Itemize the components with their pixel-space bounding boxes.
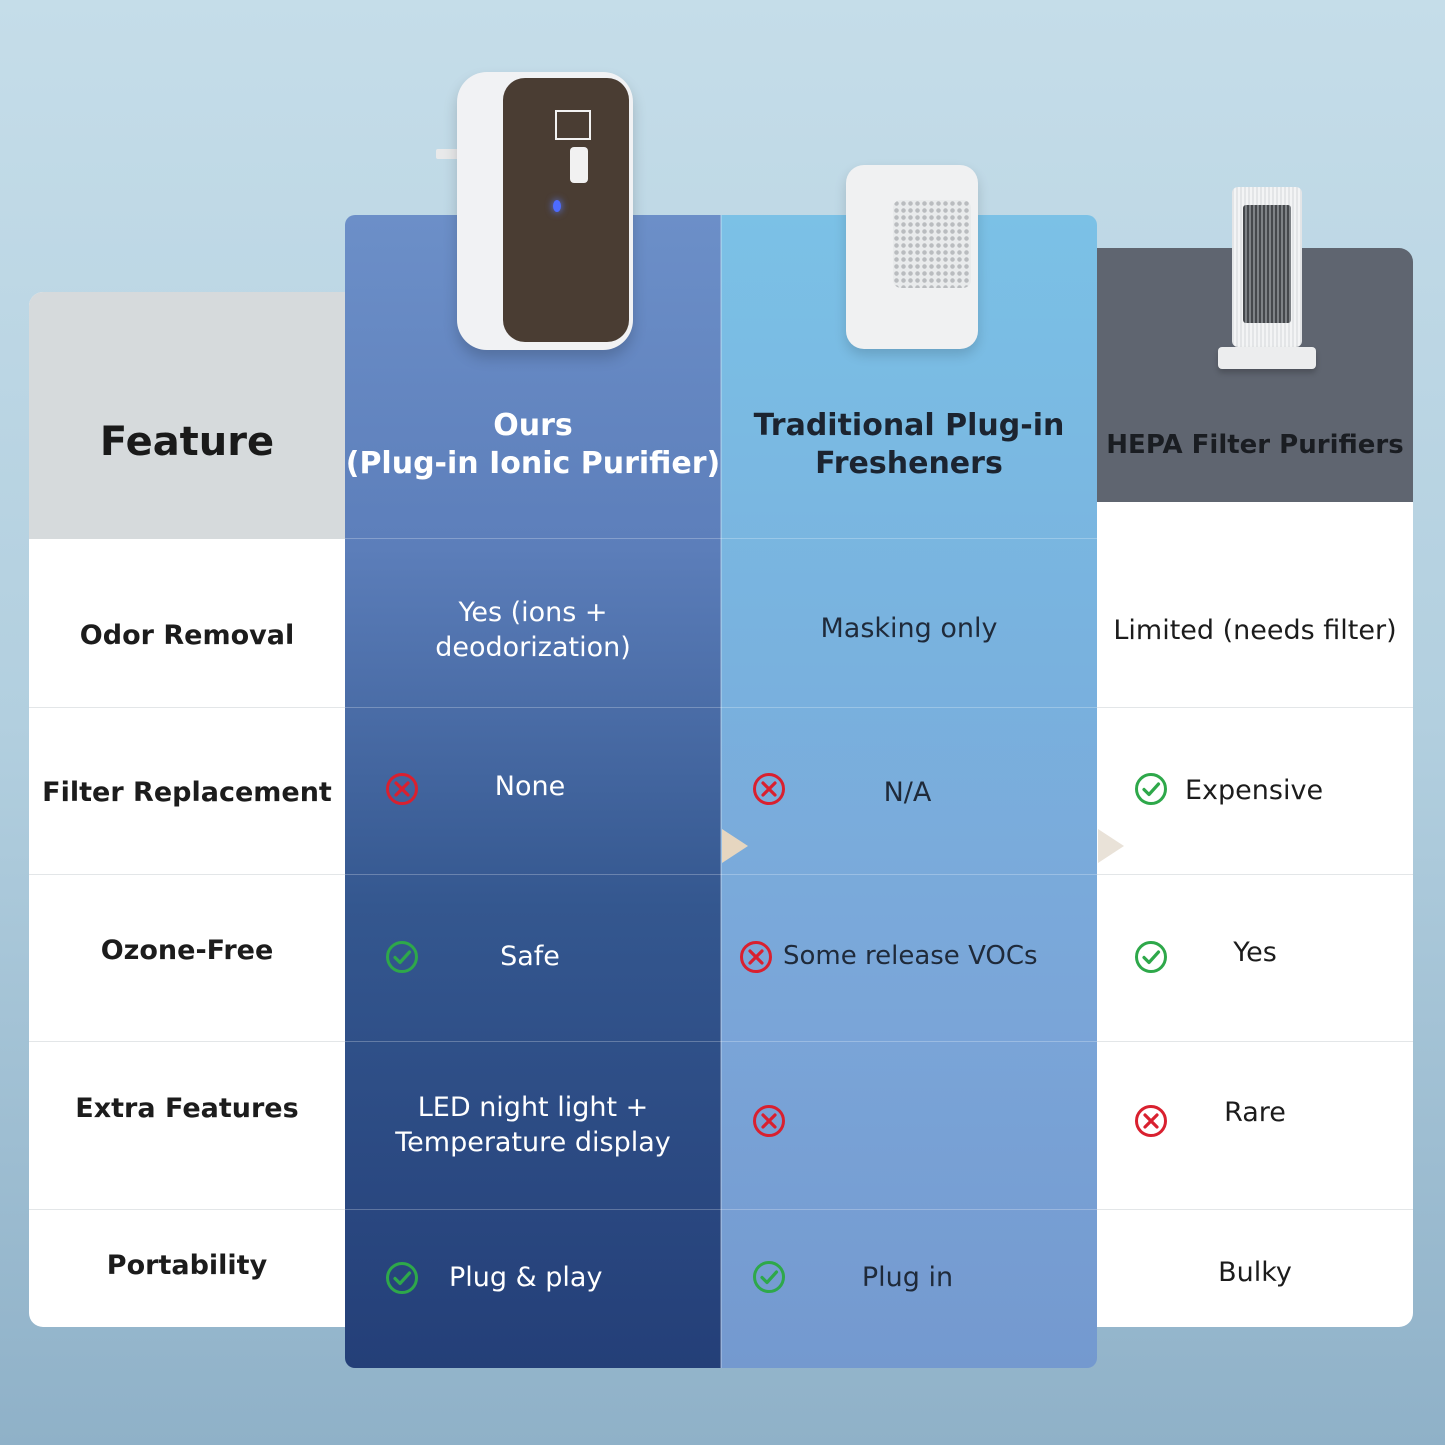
ours-odor-line1: Yes (ions +: [458, 597, 608, 628]
row-divider: [1097, 707, 1413, 708]
traditional-header-line2: Fresheners: [815, 446, 1003, 481]
ours-extra-line1: LED night light +: [417, 1092, 649, 1123]
pointer-triangle: [1098, 829, 1124, 863]
row-divider: [345, 707, 1097, 708]
hepa-odor-value: Limited (needs filter): [1113, 614, 1397, 646]
ours-header-line2: (Plug-in Ionic Purifier): [345, 446, 721, 481]
row-divider: [345, 538, 1097, 539]
ours-portability-value: Plug & play: [449, 1261, 603, 1293]
row-divider: [29, 1209, 345, 1210]
feature-title: Feature: [99, 419, 275, 465]
hepa-header: HEPA Filter Purifiers: [1106, 430, 1404, 460]
ours-filter-value: None: [494, 770, 566, 802]
row-divider: [345, 874, 1097, 875]
feature-header-cell: [29, 292, 345, 539]
ours-column: [345, 215, 721, 1368]
row-label-extra-features: Extra Features: [75, 1092, 299, 1124]
row-divider: [1097, 874, 1413, 875]
row-divider: [345, 1209, 1097, 1210]
cross-icon: [1135, 1105, 1167, 1137]
ours-header-line1: Ours: [493, 408, 573, 443]
ours-odor-line2: deodorization): [435, 632, 631, 663]
hepa-ozone-value: Yes: [1233, 936, 1277, 968]
row-label-ozone-free: Ozone-Free: [100, 934, 274, 966]
cross-icon: [753, 1105, 785, 1137]
traditional-header-line1: Traditional Plug-in: [753, 408, 1065, 443]
traditional-portability-value: Plug in: [861, 1261, 954, 1293]
traditional-odor-value: Masking only: [820, 612, 998, 644]
check-icon: [1135, 773, 1167, 805]
row-label-odor-removal: Odor Removal: [79, 619, 295, 651]
hepa-portability-value: Bulky: [1218, 1256, 1292, 1288]
pointer-triangle: [722, 829, 748, 863]
ours-ozone-value: Safe: [500, 940, 560, 972]
row-label-portability: Portability: [106, 1249, 268, 1281]
row-divider: [1097, 1209, 1413, 1210]
row-divider: [29, 874, 345, 875]
check-icon: [386, 1262, 418, 1294]
column-divider: [720, 215, 722, 1368]
hepa-filter-value: Expensive: [1185, 774, 1324, 806]
check-icon: [386, 941, 418, 973]
hepa-extra-value: Rare: [1224, 1096, 1286, 1128]
row-divider: [29, 707, 345, 708]
check-icon: [1135, 941, 1167, 973]
cross-icon: [386, 773, 418, 805]
row-label-filter-replacement: Filter Replacement: [42, 776, 332, 808]
cross-icon: [740, 941, 772, 973]
check-icon: [753, 1261, 785, 1293]
cross-icon: [753, 773, 785, 805]
row-divider: [345, 1041, 1097, 1042]
row-divider: [29, 1041, 345, 1042]
ours-extra-line2: Temperature display: [395, 1127, 671, 1158]
row-divider: [1097, 1041, 1413, 1042]
traditional-ozone-value: Some release VOCs: [783, 940, 1038, 971]
traditional-filter-value: N/A: [883, 776, 932, 808]
